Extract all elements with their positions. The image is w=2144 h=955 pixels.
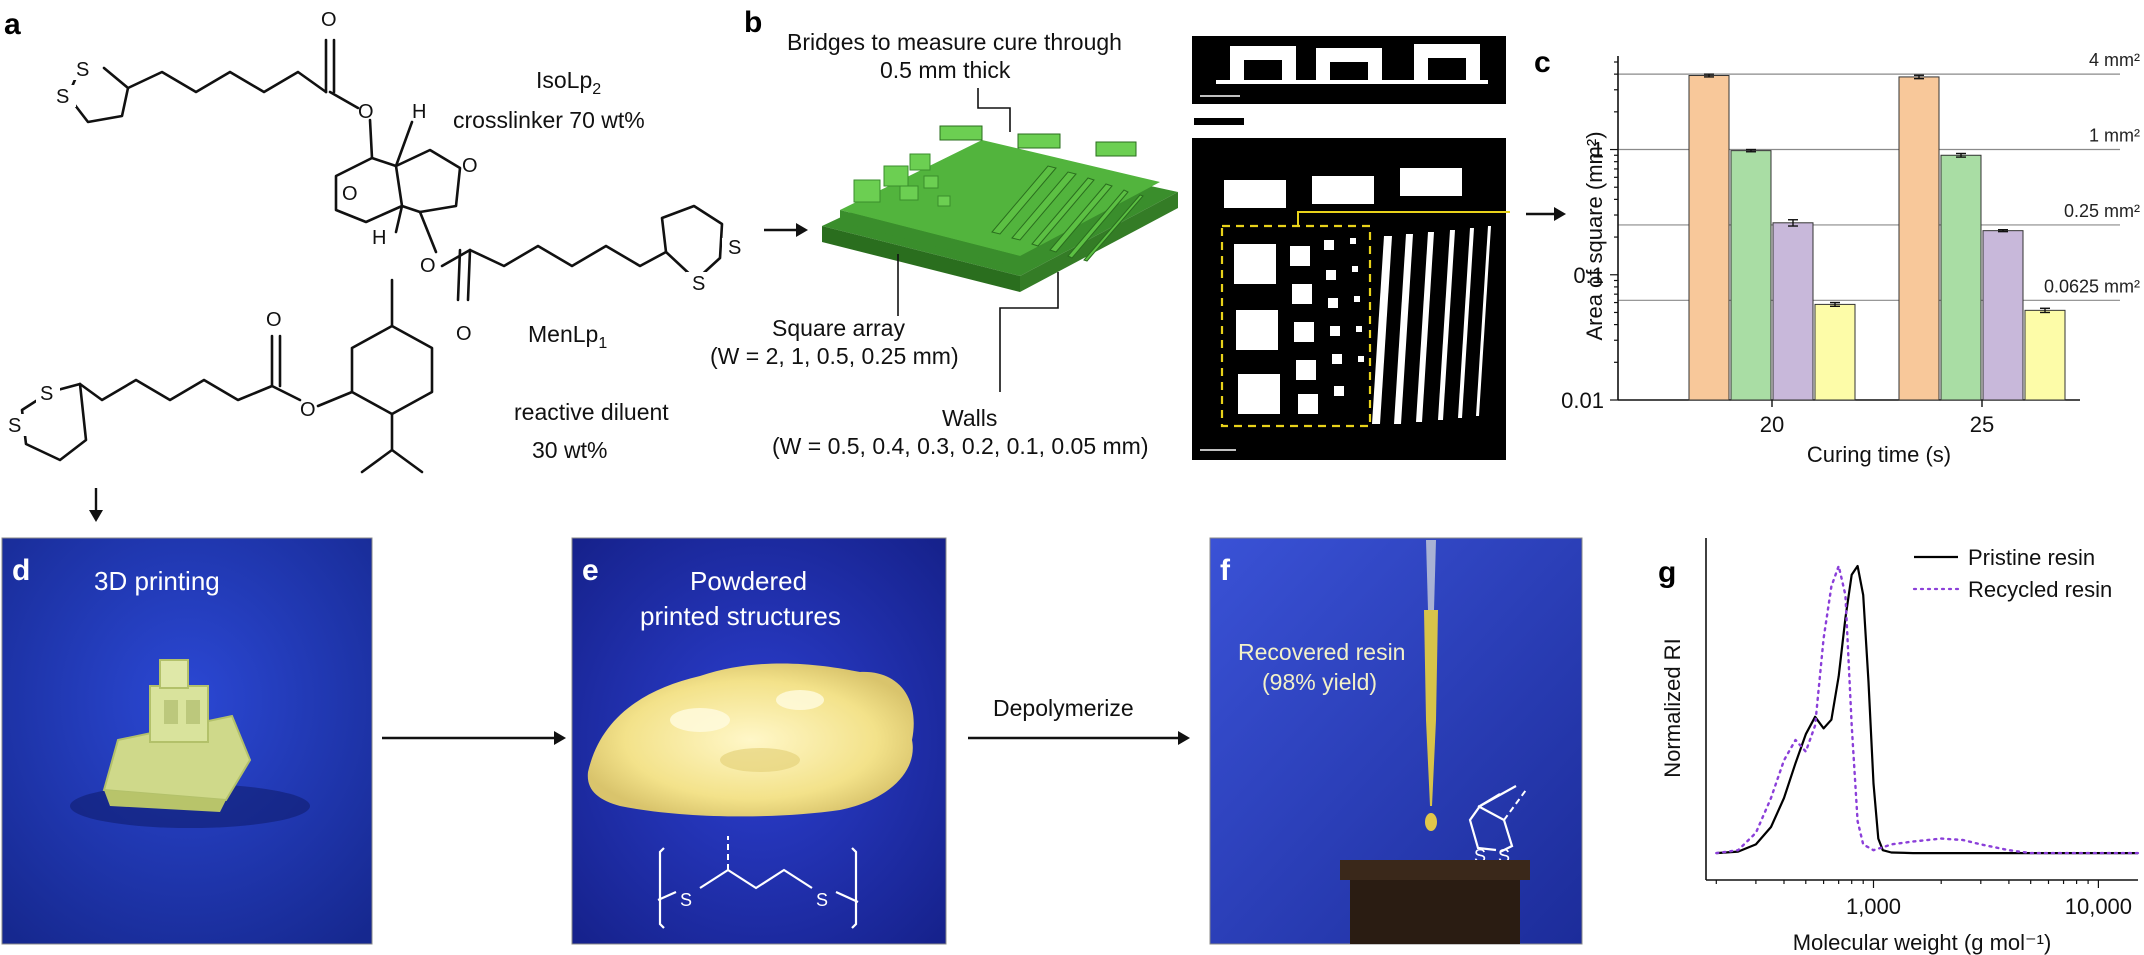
dithiolane-ring-right: S S [660,204,746,295]
micrograph-side-view [1192,36,1506,104]
sulfur-atom: S [56,86,69,108]
x-axis-label: Curing time (s) [1807,442,1951,467]
oxygen-atom: O [321,9,337,31]
oxygen-atom: O [300,399,316,421]
bridges-thickness: 0.5 mm thick [880,57,1011,83]
x-tick-label: 1,000 [1846,894,1901,919]
panel-label-c: c [1534,46,1551,79]
caption-3d-printing: 3D printing [94,566,220,596]
bar [1688,75,1730,401]
scale-bar [1194,118,1244,125]
bar [1898,76,1940,401]
x-axis-label: Molecular weight (g mol⁻¹) [1793,930,2052,955]
isosorbide-core: H O O H O [334,101,478,277]
sulfur-atom: S [76,59,89,81]
oxygen-atom: O [462,155,478,177]
x-tick-label: 10,000 [2065,894,2132,919]
y-axis-label: Area of square (mm²) [1582,131,1607,340]
x-tick-label: 20 [1760,412,1784,437]
square-array-widths: (W = 2, 1, 0.5, 0.25 mm) [710,343,959,369]
panel-label-d: d [12,554,30,587]
bridges-label: Bridges to measure cure through [787,29,1122,55]
jar [1340,860,1530,944]
series-line [1716,564,2138,855]
panel-e: e Powdered printed structures S S [571,537,947,945]
panel-label-e: e [582,554,599,587]
hydrogen-atom: H [412,101,426,123]
alkyl-chain-mid [468,244,668,268]
sulfur-atom: S [40,383,53,405]
bar [2024,309,2066,401]
y-tick-label: 0.1 [1573,263,1604,288]
series-line [1715,564,2140,855]
oxygen-atom: O [456,323,472,345]
powder-pile [587,663,914,817]
reference-line-label: 0.0625 mm² [2044,276,2140,296]
isolp-label: IsoLp2 [536,67,601,98]
legend-label: Pristine resin [1968,545,2095,570]
printed-boat [70,659,310,828]
sulfur-atom: S [8,415,21,437]
sulfur-atom: S [680,890,692,910]
alkyl-chain-top [126,70,328,94]
alkyl-chain-bottom [78,378,274,402]
walls-label: Walls [942,405,997,431]
bar [1730,150,1772,401]
menlp-label: MenLp1 [528,321,607,352]
isolp-role: crosslinker 70 wt% [453,107,645,133]
panel-label-a: a [4,8,21,41]
panel-label-b: b [744,6,762,39]
menthol-ring: O [300,278,434,474]
sulfur-atom: S [816,890,828,910]
caption-powdered-line2: printed structures [640,601,841,631]
bar [1982,230,2024,401]
oxygen-atom: O [266,309,282,331]
panel-b: b Bridges to measure cure through 0.5 mm… [710,6,1566,460]
polymer-repeat-unit: S S [657,836,859,929]
bar [1814,303,1856,401]
sulfur-atom: S [692,273,705,295]
oxygen-atom: O [420,255,436,277]
menlp-weight: 30 wt% [532,437,607,463]
dithiolane-ring-top: S S [52,58,130,124]
caption-recovered-line2: (98% yield) [1262,669,1377,695]
walls-widths: (W = 0.5, 0.4, 0.3, 0.2, 0.1, 0.05 mm) [772,433,1148,459]
pipette [1424,540,1438,831]
depolymerize-label: Depolymerize [993,695,1134,721]
square-array-label: Square array [772,315,905,341]
panel-a: a S S O O H O O H O [4,8,746,522]
y-tick-label: 0.01 [1561,388,1604,413]
test-part-model [822,125,1178,292]
panel-c: c 4 mm² 1 mm² 0.25 mm² 0.0625 mm² 0.01 0.1 1 20… [1534,46,2140,467]
reference-line-label: 0.25 mm² [2064,201,2140,221]
reference-line-label: 1 mm² [2089,126,2140,146]
panel-label-f: f [1220,554,1231,587]
chart-c-area-of-square: 4 mm² 1 mm² 0.25 mm² 0.0625 mm² 0.01 0.1 1 20 25… [1561,50,2140,467]
x-tick-label: 25 [1970,412,1994,437]
panel-d: d 3D printing [1,537,373,945]
micrograph-top-view [1192,138,1510,460]
panel-f: f Recovered resin (98% yield) S S [1209,537,1583,945]
dithiolane-ring-bottom: S S [4,382,88,462]
bar [1772,222,1814,401]
legend-label: Recycled resin [1968,577,2112,602]
bar [1940,154,1982,401]
oxygen-atom: O [342,183,358,205]
sulfur-atom: S [728,237,741,259]
y-axis-label: Normalized RI [1660,638,1685,777]
hydrogen-atom: H [372,227,386,249]
panel-label-g: g [1658,556,1676,589]
reference-line-label: 4 mm² [2089,50,2140,70]
oxygen-atom: O [358,101,374,123]
caption-powdered-line1: Powdered [690,566,807,596]
menlp-role: reactive diluent [514,399,669,425]
y-tick-label: 1 [1592,138,1604,163]
caption-recovered-line1: Recovered resin [1238,639,1405,665]
